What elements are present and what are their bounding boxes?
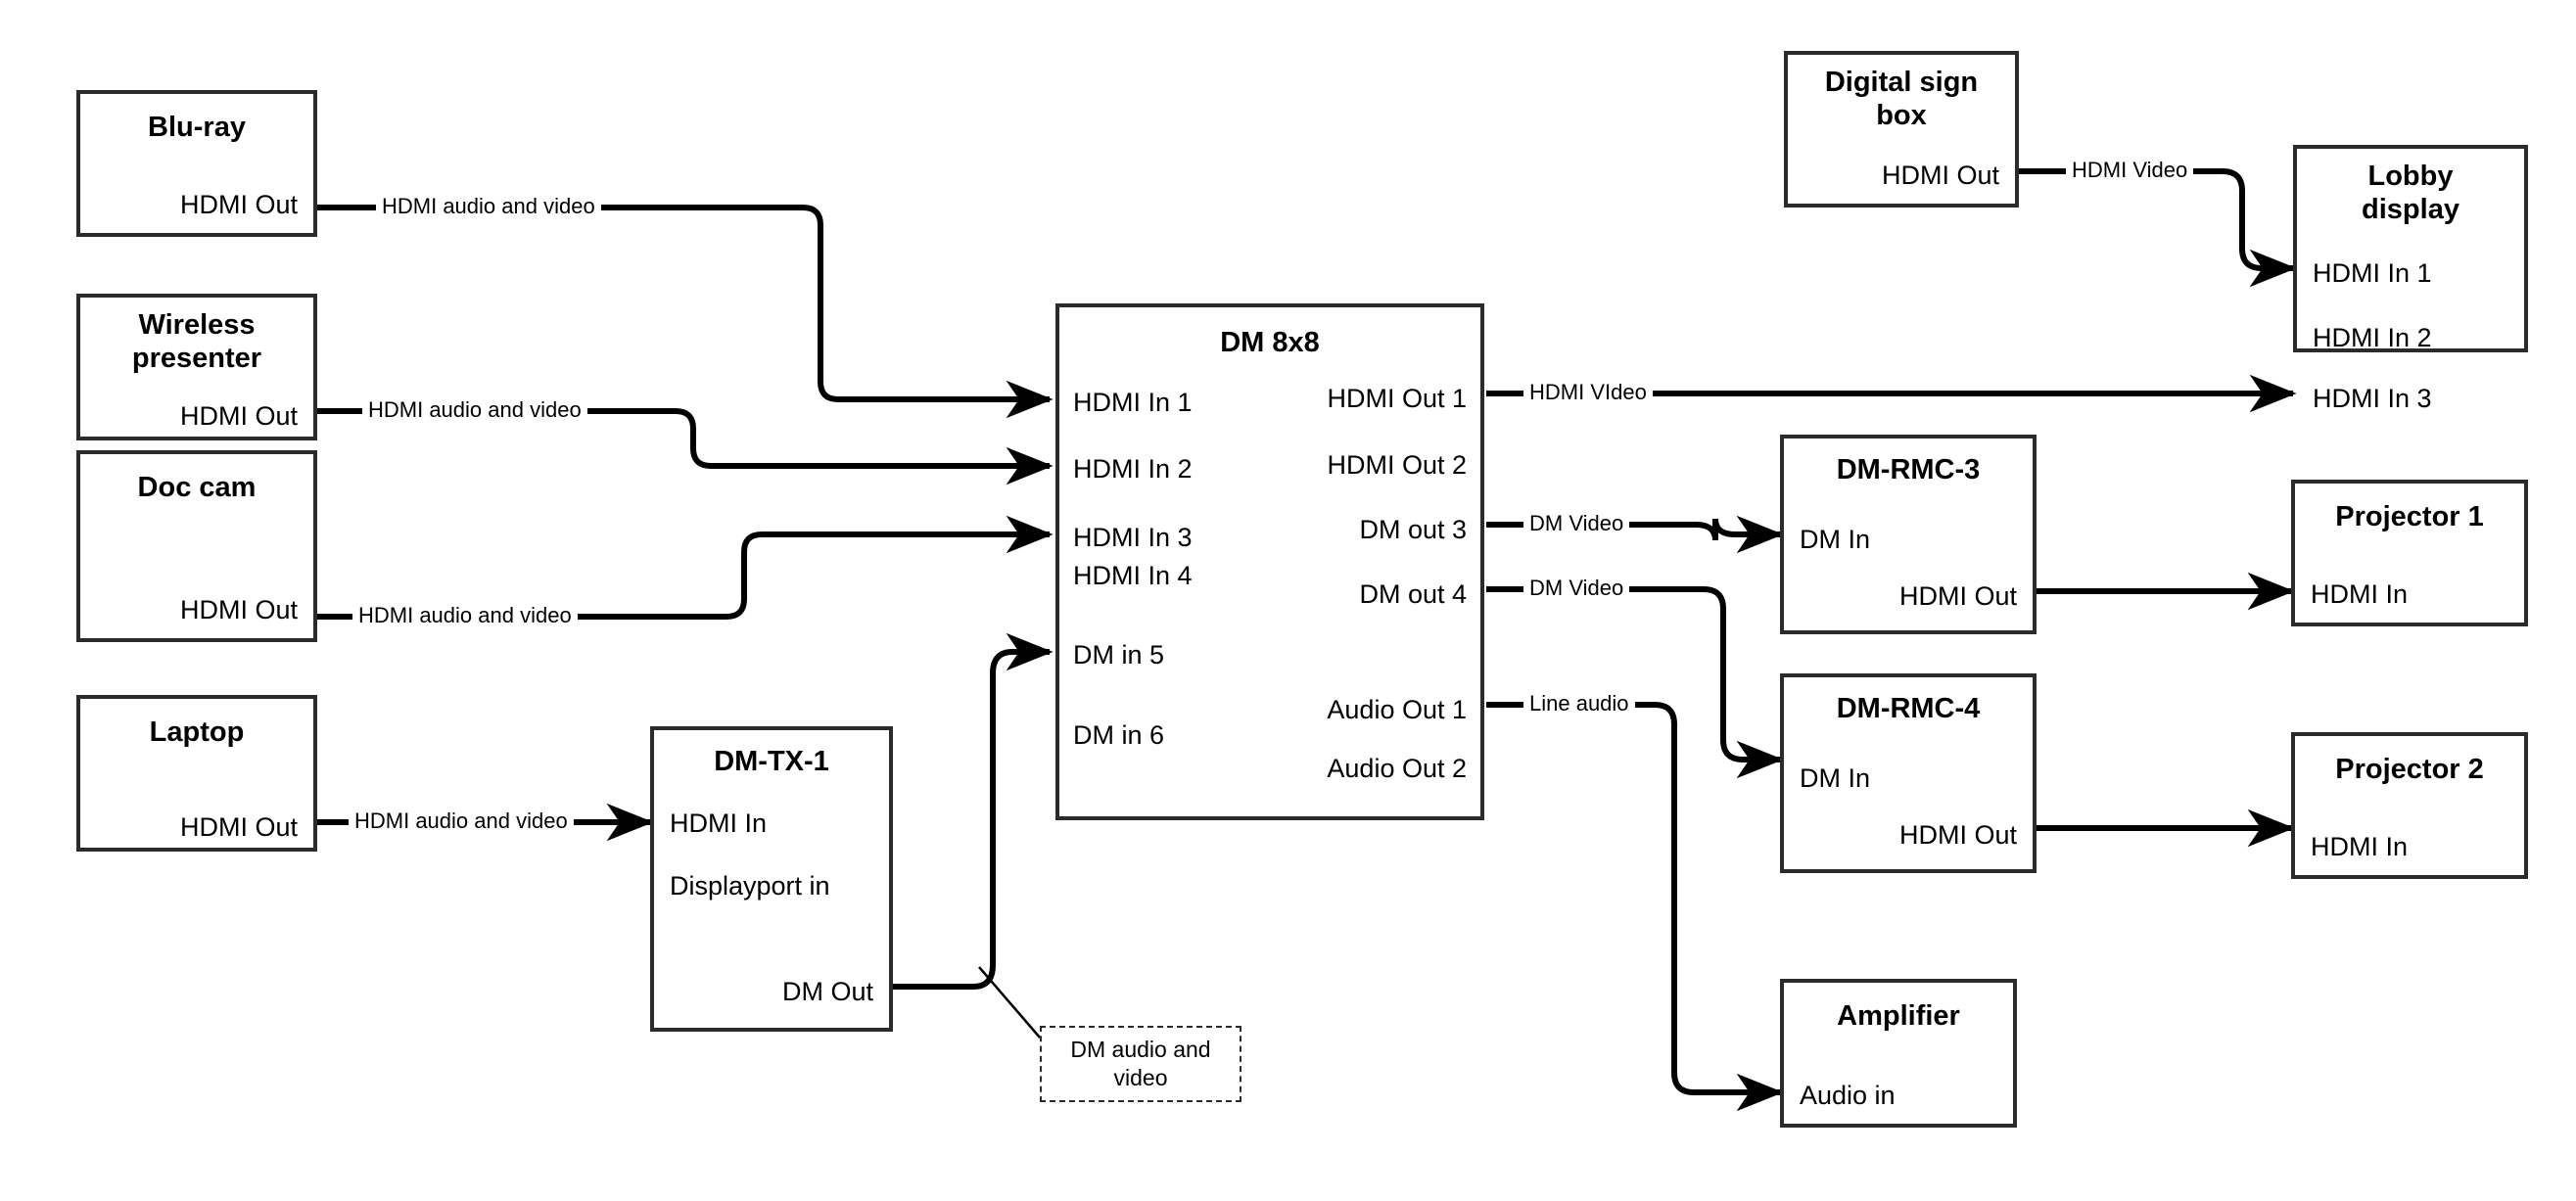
port-projector-2-hdmi-in: HDMI In (2311, 832, 2409, 861)
node-amplifier[interactable]: Amplifier Audio in (1780, 979, 2017, 1128)
wire-sign-to-lobby-in1 (2019, 168, 2297, 288)
node-bluray-title: Blu-ray (148, 112, 246, 143)
node-dm-rmc-3-title: DM-RMC-3 (1836, 454, 1981, 485)
port-lobby-display-hdmi-in-2: HDMI In 2 (2313, 323, 2432, 352)
callout-line-1: DM audio and (1070, 1037, 1211, 1063)
port-dm-8x8-hdmi-out-2: HDMI Out 2 (1327, 450, 1467, 480)
node-doc-cam[interactable]: Doc cam HDMI Out (76, 450, 317, 642)
port-dm-8x8-dm-in-5: DM in 5 (1073, 640, 1165, 670)
port-dm-rmc-3-hdmi-out: HDMI Out (1898, 581, 2017, 611)
node-dm-rmc-4-title: DM-RMC-4 (1836, 693, 1981, 724)
wire-label-wireless-to-dm: HDMI audio and video (362, 399, 587, 421)
port-dm-8x8-hdmi-in-2: HDMI In 2 (1073, 454, 1193, 484)
wire-label-dm-out-3: DM Video (1523, 513, 1630, 534)
port-lobby-display-hdmi-in-1: HDMI In 1 (2313, 258, 2432, 288)
callout-dm-audio-and-video: DM audio and video (1040, 1026, 1241, 1102)
node-wireless-presenter-title-line2: presenter (131, 343, 262, 374)
port-dm-8x8-hdmi-in-1: HDMI In 1 (1073, 388, 1193, 417)
node-digital-sign-box[interactable]: Digital sign box HDMI Out (1784, 51, 2019, 208)
port-dm-8x8-dm-out-3: DM out 3 (1359, 515, 1467, 544)
node-dm-rmc-3[interactable]: DM-RMC-3 DM In HDMI Out (1780, 435, 2037, 634)
port-dm-rmc-4-hdmi-out: HDMI Out (1898, 820, 2017, 850)
port-amplifier-audio-in: Audio in (1800, 1081, 1896, 1110)
wire-label-dm-audio-out-1: Line audio (1523, 693, 1635, 715)
node-lobby-display-title-line1: Lobby (2367, 161, 2454, 192)
wire-label-laptop-to-tx: HDMI audio and video (349, 810, 574, 832)
node-digital-sign-box-title-line1: Digital sign (1824, 67, 1979, 98)
wire-dm-out4-to-rmc4 (1486, 586, 1784, 779)
wire-label-sign-to-lobby: HDMI Video (2066, 160, 2194, 181)
node-projector-1-title: Projector 1 (2335, 501, 2484, 532)
node-bluray[interactable]: Blu-ray HDMI Out (76, 90, 317, 237)
port-dm-8x8-hdmi-out-1: HDMI Out 1 (1327, 384, 1467, 413)
wire-tx-dmout-to-dm-in5 (893, 632, 1054, 990)
callout-leader-line (978, 966, 1041, 1039)
wire-label-bluray-to-dm: HDMI audio and video (376, 196, 601, 217)
wire-bluray-to-dm-in1 (317, 205, 1054, 419)
node-lobby-display-title-line2: display (2362, 194, 2459, 225)
node-laptop-title: Laptop (149, 716, 245, 748)
wire-label-dm-out-4: DM Video (1523, 577, 1630, 599)
node-projector-2-title: Projector 2 (2335, 754, 2484, 785)
wire-dm-audioout1-to-amp (1486, 702, 1784, 1112)
node-dm-8x8-title: DM 8x8 (1220, 327, 1320, 358)
port-dm-tx-1-displayport-in: Displayport in (670, 871, 830, 901)
node-projector-2[interactable]: Projector 2 HDMI In (2291, 732, 2528, 879)
port-dm-tx-1-hdmi-in: HDMI In (670, 808, 768, 838)
port-dm-8x8-audio-out-2: Audio Out 2 (1327, 754, 1467, 783)
node-dm-8x8[interactable]: DM 8x8 HDMI In 1 HDMI In 2 HDMI In 3 HDM… (1055, 303, 1484, 820)
node-lobby-display[interactable]: Lobby display HDMI In 1 HDMI In 2 HDMI I… (2293, 145, 2528, 413)
wire-label-dm-hdmi-out-1: HDMI VIdeo (1523, 382, 1653, 403)
port-dm-8x8-dm-in-6: DM in 6 (1073, 720, 1165, 750)
port-dm-tx-1-dm-out: DM Out (781, 977, 873, 1006)
callout-line-2: video (1113, 1065, 1168, 1090)
node-dm-tx-1-title: DM-TX-1 (714, 746, 829, 777)
port-laptop-hdmi-out: HDMI Out (179, 812, 298, 842)
port-dm-8x8-hdmi-in-3: HDMI In 3 (1073, 523, 1193, 552)
node-laptop[interactable]: Laptop HDMI Out (76, 695, 317, 852)
port-digital-sign-box-hdmi-out: HDMI Out (1881, 161, 1999, 190)
node-dm-rmc-4[interactable]: DM-RMC-4 DM In HDMI Out (1780, 673, 2037, 873)
port-dm-rmc-4-dm-in: DM In (1800, 763, 1871, 793)
port-dm-8x8-dm-out-4: DM out 4 (1359, 579, 1467, 609)
node-doc-cam-title: Doc cam (137, 472, 257, 503)
node-projector-1[interactable]: Projector 1 HDMI In (2291, 480, 2528, 626)
node-digital-sign-box-title-line2: box (1876, 100, 1927, 131)
port-wireless-presenter-hdmi-out: HDMI Out (179, 401, 298, 431)
port-dm-8x8-audio-out-1: Audio Out 1 (1327, 695, 1467, 724)
port-doc-cam-hdmi-out: HDMI Out (179, 595, 298, 624)
port-dm-8x8-hdmi-in-4: HDMI In 4 (1073, 561, 1193, 590)
node-dm-tx-1[interactable]: DM-TX-1 HDMI In Displayport in DM Out (650, 726, 893, 1032)
port-bluray-hdmi-out: HDMI Out (179, 190, 298, 219)
node-wireless-presenter-title-line1: Wireless (138, 309, 256, 341)
wire-label-doccam-to-dm: HDMI audio and video (352, 605, 578, 626)
node-wireless-presenter[interactable]: Wireless presenter HDMI Out (76, 294, 317, 440)
port-lobby-display-hdmi-in-3: HDMI In 3 (2313, 384, 2432, 413)
node-amplifier-title: Amplifier (1837, 1000, 1960, 1032)
port-dm-rmc-3-dm-in: DM In (1800, 525, 1871, 554)
port-projector-1-hdmi-in: HDMI In (2311, 579, 2409, 609)
